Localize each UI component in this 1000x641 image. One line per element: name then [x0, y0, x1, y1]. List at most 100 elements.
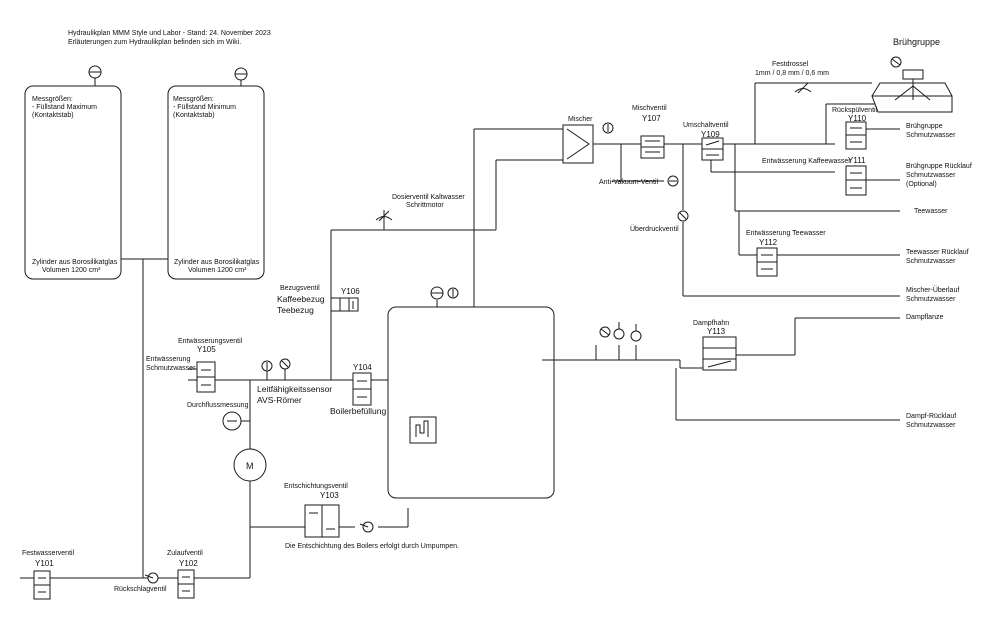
check-valve-icon — [144, 572, 159, 584]
supply-piping — [20, 128, 563, 579]
coffee-dispense-label: Kaffeebezug — [277, 294, 325, 304]
brew-return-1: Brühgruppe Rücklauf — [906, 163, 972, 170]
anti-vacuum-label: Anti-Vakuum-Ventil — [599, 179, 658, 186]
valve-y105[interactable] — [196, 361, 216, 393]
pressure-switch-icon — [630, 324, 642, 342]
anti-vacuum-valve-icon — [667, 175, 679, 187]
valve-y110[interactable] — [845, 121, 867, 150]
valve-y107[interactable] — [640, 135, 665, 159]
valve-y113-id: Y113 — [707, 327, 726, 336]
relief-valve-label: Überdruckventil — [630, 225, 679, 233]
descaling-note: Die Entschichtung des Boilers erfolgt du… — [285, 543, 459, 550]
valve-y102-id: Y102 — [179, 559, 198, 568]
tank-left-measure-item: - Füllstand Maximum — [32, 104, 97, 111]
brew-dirty-1: Brühgruppe — [906, 123, 943, 130]
valve-y106-id: Y106 — [341, 287, 360, 296]
tea-water-label: Teewasser — [914, 208, 948, 215]
mixer-overflow-2: Schmutzwasser — [906, 296, 956, 303]
conductivity-sensor-model: AVS-Römer — [257, 395, 302, 405]
tea-dispense-label: Teebezug — [277, 305, 314, 315]
tea-return-2: Schmutzwasser — [906, 258, 956, 265]
descaling-valve-label: Entschichtungsventil — [284, 483, 348, 490]
valve-y111[interactable] — [845, 165, 867, 196]
mixer-label: Mischer — [568, 116, 593, 123]
brew-dirty-2: Schmutzwasser — [906, 132, 956, 139]
switch-valve-label: Umschaltventil — [683, 122, 729, 129]
festdrossel-label: Festdrossel — [772, 61, 809, 68]
tank-left: Messgrößen: - Füllstand Maximum (Kontakt… — [24, 65, 122, 280]
drain-dirty-2: Schmutzwasser — [146, 365, 196, 372]
tank-right-measure-item: - Füllstand Minimum — [173, 104, 236, 111]
tea-return-1: Teewasser Rücklauf — [906, 249, 969, 256]
valve-y109-id: Y109 — [701, 130, 720, 139]
valve-y107-id: Y107 — [642, 114, 661, 123]
thermometer-icon — [261, 360, 273, 372]
brew-return-2: Schmutzwasser — [906, 172, 956, 179]
tank-left-measure-sub: (Kontaktstab) — [32, 112, 74, 119]
brew-group-title: Brühgruppe — [893, 37, 940, 47]
valve-y105-id: Y105 — [197, 345, 216, 354]
tea-drain-label: Entwässerung Teewasser — [746, 230, 826, 237]
safety-valve-icon — [613, 322, 625, 340]
tank-right-cylinder: Zylinder aus Borosilikatglas — [174, 259, 260, 266]
backflush-valve-label: Rückspülventil — [832, 107, 878, 114]
drain-dirty-1: Entwässerung — [146, 356, 190, 363]
tank-left-volume: Volumen 1200 cm³ — [42, 267, 101, 274]
tank-left-cylinder: Zylinder aus Borosilikatglas — [32, 259, 118, 266]
tank-right: Messgrößen: - Füllstand Minimum (Kontakt… — [167, 67, 265, 280]
header-note: Erläuterungen zum Hydraulikplan befinden… — [68, 39, 241, 46]
valve-y110-id: Y110 — [848, 114, 867, 123]
boiler — [387, 286, 555, 499]
mixing-valve-label: Mischventil — [632, 105, 667, 112]
steam-return-1: Dampf-Rücklauf — [906, 413, 956, 420]
pressure-gauge-icon — [88, 65, 102, 79]
tank-right-measure-title: Messgrößen: — [173, 96, 214, 103]
relief-valve-icon — [677, 210, 689, 222]
tank-right-volume: Volumen 1200 cm³ — [188, 267, 247, 274]
pressure-gauge-icon — [599, 326, 611, 338]
pump-label: M — [246, 461, 254, 471]
steam-wand-label: Dampflanze — [906, 314, 943, 321]
tank-right-measure-sub: (Kontaktstab) — [173, 112, 215, 119]
pressure-gauge-icon — [430, 286, 444, 300]
valve-y104-id: Y104 — [353, 363, 372, 372]
fixed-water-valve-label: Festwasserventil — [22, 550, 75, 557]
brew-return-3: (Optional) — [906, 181, 937, 188]
steam-piping — [542, 317, 900, 421]
pressure-gauge-icon — [279, 358, 291, 370]
steam-tap-label: Dampfhahn — [693, 320, 729, 327]
heater-icon — [409, 416, 437, 444]
valve-y102[interactable] — [177, 569, 195, 599]
valve-y111-id: Y111 — [848, 156, 866, 165]
pressure-gauge-icon — [234, 67, 248, 81]
flow-meter-label: Durchflussmessung — [187, 402, 249, 409]
dosing-valve-label: Dosierventil Kaltwasser — [392, 194, 465, 201]
valve-y103-id: Y103 — [320, 491, 339, 500]
dosing-valve-motor: Schrittmotor — [406, 202, 444, 209]
dispense-valve-label: Bezugsventil — [280, 285, 320, 292]
pressure-gauge-icon — [890, 56, 902, 68]
steam-return-2: Schmutzwasser — [906, 422, 956, 429]
valve-y104[interactable] — [352, 372, 372, 406]
valve-y113[interactable] — [702, 336, 737, 371]
valve-y112-id: Y112 — [759, 238, 778, 247]
festdrossel-sizes: 1mm / 0,8 mm / 0,6 mm — [755, 70, 829, 77]
valve-y106[interactable] — [330, 297, 359, 312]
boiler-fill-label: Boilerbefüllung — [330, 406, 387, 416]
valve-y109[interactable] — [701, 137, 724, 161]
valve-y101[interactable] — [33, 570, 51, 600]
inlet-valve-label: Zulaufventil — [167, 550, 203, 557]
check-valve-icon — [359, 521, 374, 533]
thermometer-icon — [602, 122, 614, 134]
flow-meter-icon — [222, 411, 242, 431]
valve-y112[interactable] — [756, 247, 778, 277]
valve-y103[interactable] — [304, 504, 340, 538]
tank-left-measure-title: Messgrößen: — [32, 96, 73, 103]
mixer — [562, 124, 594, 164]
valve-y101-id: Y101 — [35, 559, 54, 568]
coffee-drain-label: Entwässerung Kaffeewasser — [762, 158, 851, 165]
drain-valve-label: Entwässerungsventil — [178, 338, 243, 345]
brew-group — [871, 56, 953, 113]
thermometer-icon — [447, 287, 459, 299]
